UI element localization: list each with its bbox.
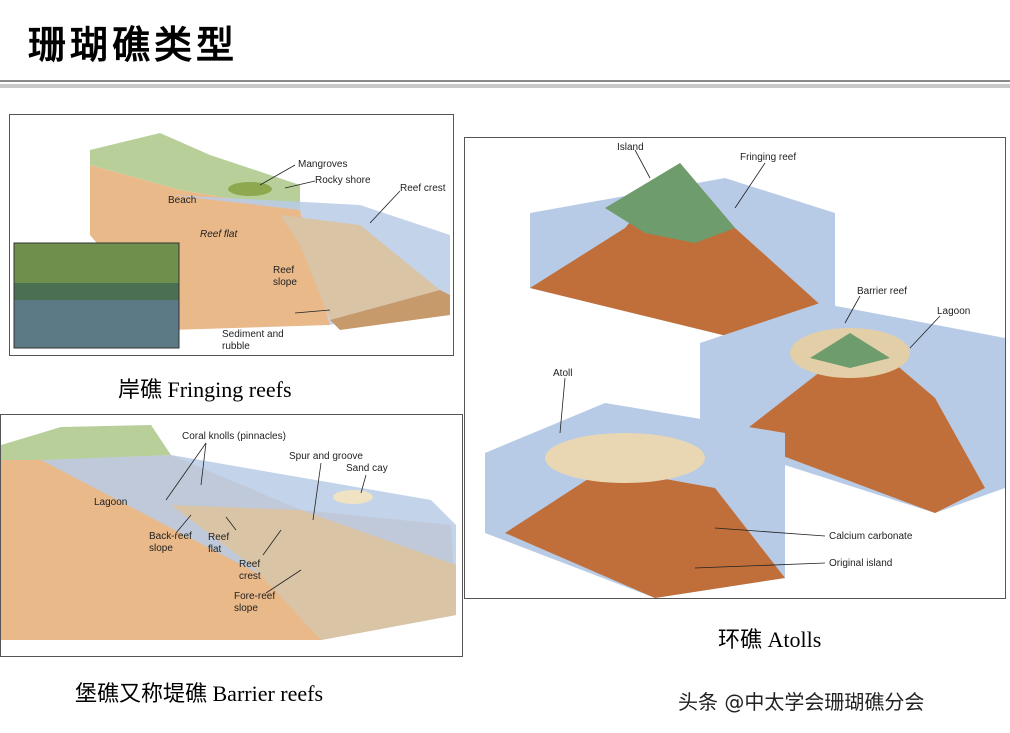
label-rocky-shore: Rocky shore — [315, 175, 371, 186]
label-reef-flat-2: flat — [208, 544, 222, 555]
label-reef-crest: Reef crest — [400, 183, 446, 194]
label-reef-crest-2: crest — [239, 571, 261, 582]
stage3-atoll — [545, 433, 705, 483]
label-beach: Beach — [168, 195, 196, 206]
label-coral-knolls: Coral knolls (pinnacles) — [182, 431, 286, 442]
label-reef-flat: Reef flat — [200, 229, 238, 240]
label-island: Island — [617, 142, 644, 153]
label-mangroves: Mangroves — [298, 159, 347, 170]
label-reef-flat-1: Reef — [208, 532, 229, 543]
barrier-reef-diagram: Coral knolls (pinnacles) Spur and groove… — [0, 414, 463, 657]
label-fore-reef-2: slope — [234, 603, 258, 614]
reef-slope-area — [280, 215, 440, 320]
label-spur-groove: Spur and groove — [289, 451, 363, 462]
label-reef-slope-1: Reef — [273, 265, 294, 276]
label-lagoon: Lagoon — [937, 306, 970, 317]
stage2-island-top — [810, 333, 890, 368]
reef-area — [171, 505, 456, 640]
stage1-island — [530, 163, 835, 338]
barrier-caption: 堡礁又称堤礁 Barrier reefs — [75, 681, 324, 706]
label-sediment-1: Sediment and — [222, 329, 284, 340]
fringing-reef-diagram: Mangroves Rocky shore Reef crest Beach R… — [9, 114, 454, 356]
stage3-island — [505, 468, 785, 598]
fringing-caption: 岸礁 Fringing reefs — [118, 377, 292, 402]
title-divider — [0, 80, 1010, 82]
label-back-reef-2: slope — [149, 543, 173, 554]
label-reef-slope-2: slope — [273, 277, 297, 288]
label-fringing-reef: Fringing reef — [740, 152, 796, 163]
label-fore-reef-1: Fore-reef — [234, 591, 275, 602]
label-sediment-2: rubble — [222, 341, 250, 352]
label-back-reef-1: Back-reef — [149, 531, 192, 542]
land-surface — [1, 425, 171, 460]
title-divider-shadow — [0, 84, 1010, 88]
label-reef-crest-1: Reef — [239, 559, 260, 570]
atoll-caption: 环礁 Atolls — [718, 627, 822, 652]
label-atoll: Atoll — [553, 368, 572, 379]
label-calcium-carbonate: Calcium carbonate — [829, 531, 913, 542]
label-original-island: Original island — [829, 558, 892, 569]
label-barrier-reef: Barrier reef — [857, 286, 907, 297]
atoll-diagram: Island Fringing reef Barrier reef Lagoon… — [464, 137, 1006, 599]
label-sand-cay: Sand cay — [346, 463, 388, 474]
stage1-island-top — [605, 163, 735, 243]
sand-cay-shape — [333, 490, 373, 504]
page-title: 珊瑚礁类型 — [28, 22, 239, 67]
watermark: 头条 @中太学会珊瑚礁分会 — [678, 690, 925, 714]
label-lagoon: Lagoon — [94, 497, 127, 508]
mangroves-shape — [228, 182, 272, 196]
stage2-island — [735, 338, 985, 513]
